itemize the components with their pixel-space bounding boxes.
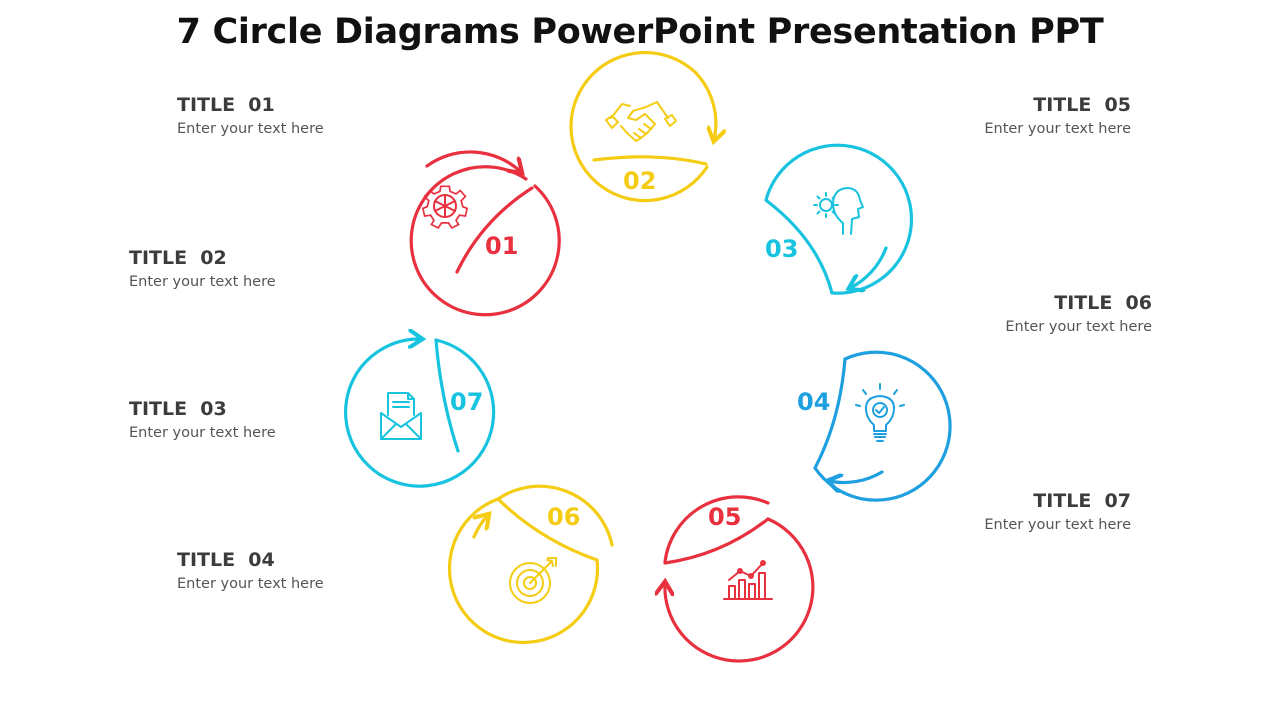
mail-icon [380,392,422,440]
label-title-04: TITLE 04 Enter your text here [177,547,324,595]
circle-01-arrow [425,150,521,172]
label-title-05: TITLE 05 Enter your text here [984,92,1131,140]
label-text: Enter your text here [1005,319,1152,335]
circle-06-arrow [474,515,488,539]
label-text: Enter your text here [177,576,324,592]
circle-05-ring [665,517,815,663]
circle-01: 01 [409,150,561,317]
target-icon [509,557,557,604]
circle-number: 05 [708,503,741,531]
label-heading: TITLE 02 [129,247,227,269]
circle-03-arrow [850,246,888,288]
label-heading: TITLE 05 [1033,94,1131,116]
label-text: Enter your text here [129,425,276,441]
circle-05-ring-top [663,495,770,564]
head-gear-icon [813,187,864,235]
circle-number: 01 [485,232,518,260]
circle-06-top [496,484,614,547]
circle-02-divider [592,155,708,166]
circle-01-divider [455,186,534,274]
circle-03-ring [764,143,914,295]
label-text: Enter your text here [984,121,1131,137]
circle-06-divider [496,497,599,562]
circle-number: 02 [623,167,656,195]
circle-05-divider [663,517,770,565]
circle-02-ring [569,50,716,203]
circle-05: 05 [663,495,815,663]
page-title: 7 Circle Diagrams PowerPoint Presentatio… [176,12,1104,52]
label-text: Enter your text here [129,274,276,290]
circle-04-arrow [829,470,884,483]
label-heading: TITLE 07 [1033,490,1131,512]
label-title-02: TITLE 02 Enter your text here [129,245,276,293]
bar-chart-icon [723,560,773,600]
circle-06: 06 [447,484,614,645]
handshake-icon [605,101,677,142]
gear-icon [421,185,469,230]
circle-04-ring [813,350,952,502]
label-title-01: TITLE 01 Enter your text here [177,92,324,140]
circle-03: 03 [764,143,914,295]
label-text: Enter your text here [984,517,1131,533]
circle-04: 04 [797,350,952,502]
label-heading: TITLE 03 [129,398,227,420]
label-title-03: TITLE 03 Enter your text here [129,396,276,444]
circle-01-ring [409,165,561,317]
label-heading: TITLE 01 [177,94,275,116]
circle-04-divider [813,357,847,470]
label-title-06: TITLE 06 Enter your text here [1005,290,1152,338]
label-text: Enter your text here [177,121,324,137]
circle-07-ring [344,339,496,488]
circle-03-divider [765,199,834,295]
label-heading: TITLE 04 [177,549,275,571]
label-heading: TITLE 06 [1054,292,1152,314]
circle-06-ring [447,497,600,645]
circle-02: 02 [569,50,716,203]
circle-number: 06 [547,503,580,531]
circle-07: 07 [344,338,496,488]
circle-07-divider [434,338,460,453]
circle-number: 04 [797,388,830,416]
lightbulb-icon [855,383,905,442]
circle-number: 03 [765,235,798,263]
label-title-07: TITLE 07 Enter your text here [984,488,1131,536]
circle-number: 07 [450,388,483,416]
